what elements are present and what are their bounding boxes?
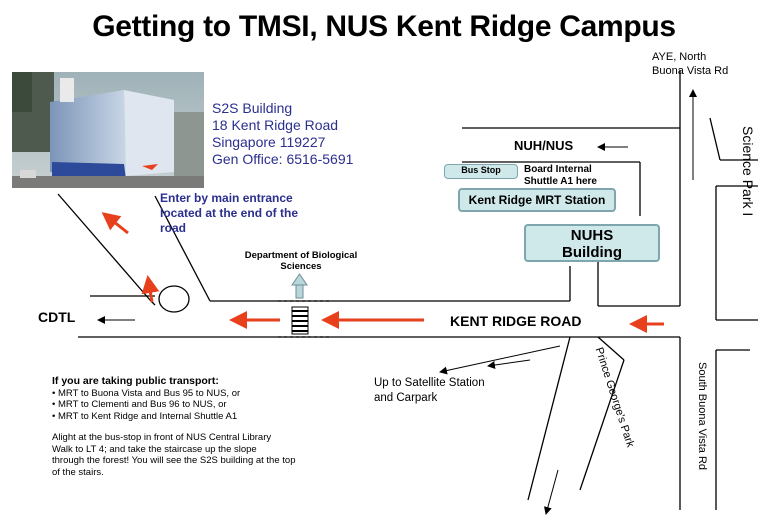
roundabout	[158, 285, 190, 313]
kent-ridge-road-label: KENT RIDGE ROAD	[450, 313, 582, 329]
dbs-label-line: Department of Biological	[244, 250, 358, 261]
page-title: Getting to TMSI, NUS Kent Ridge Campus	[92, 10, 676, 43]
nuhs-building-line: NUHS	[570, 227, 614, 244]
instruction-item: • MRT to Buona Vista and Bus 95 to NUS, …	[52, 387, 241, 399]
nuhs-building-box: NUHS Building	[524, 224, 660, 262]
nuhs-building-line: Building	[562, 244, 622, 261]
instructions-heading: If you are taking public transport:	[52, 375, 219, 387]
instruction-item: • MRT to Clementi and Bus 96 to NUS, or	[52, 399, 227, 410]
aye-label-line: AYE, North	[652, 51, 707, 63]
route-arrows-red	[101, 212, 664, 333]
bus-stop-box: Bus Stop	[444, 164, 518, 179]
dbs-direction-arrow	[291, 273, 308, 299]
instruction-note-line: Walk to LT 4; and take the staircase up …	[52, 443, 257, 455]
direction-arrows-black	[97, 89, 697, 515]
science-park-label: Science Park I	[740, 126, 756, 217]
mrt-station-box: Kent Ridge MRT Station	[458, 188, 616, 212]
instruction-note-line: Alight at the bus-stop in front of NUS C…	[52, 432, 272, 443]
cdtl-label: CDTL	[38, 309, 76, 325]
aye-label: AYE, North Buona Vista Rd	[652, 50, 728, 78]
kent-ridge-road-lines	[57, 70, 758, 510]
board-shuttle-line: Board Internal	[524, 164, 592, 175]
pedestrian-crossing	[278, 300, 330, 338]
satellite-label-line: and Carpark	[374, 392, 438, 404]
aye-label-line: Buona Vista Rd	[652, 65, 729, 77]
dbs-label-line: Sciences	[280, 261, 322, 272]
satellite-label-line: Up to Satellite Station	[374, 377, 485, 389]
instruction-note-line: through the forest! You will see the S2S…	[52, 455, 296, 466]
instruction-note-line: of the stairs.	[52, 466, 104, 478]
instruction-item: • MRT to Kent Ridge and Internal Shuttle…	[52, 410, 238, 422]
dbs-label: Department of Biological Sciences	[240, 250, 362, 272]
nuh-nus-label: NUH/NUS	[514, 138, 574, 153]
transport-instructions: If you are taking public transport: • MR…	[52, 375, 296, 478]
entrance-note: Enter by main entrance located at the en…	[160, 191, 298, 236]
building-office-phone: Gen Office: 6516-5691	[212, 151, 354, 167]
building-address-block: S2S Building 18 Kent Ridge Road Singapor…	[212, 100, 353, 168]
building-city: Singapore 119227	[212, 134, 326, 150]
south-buona-vista-label: South Buona Vista Rd	[696, 362, 708, 471]
entrance-note-line: road	[160, 221, 187, 235]
board-shuttle-note: Board Internal Shuttle A1 here	[524, 164, 597, 188]
building-address: 18 Kent Ridge Road	[212, 117, 339, 133]
entrance-note-line: Enter by main entrance	[160, 191, 293, 205]
satellite-label: Up to Satellite Station and Carpark	[374, 376, 485, 406]
entrance-note-line: located at the end of the	[160, 206, 299, 220]
s2s-building-photo	[12, 72, 204, 188]
building-name: S2S Building	[212, 100, 293, 116]
board-shuttle-line: Shuttle A1 here	[524, 176, 597, 187]
